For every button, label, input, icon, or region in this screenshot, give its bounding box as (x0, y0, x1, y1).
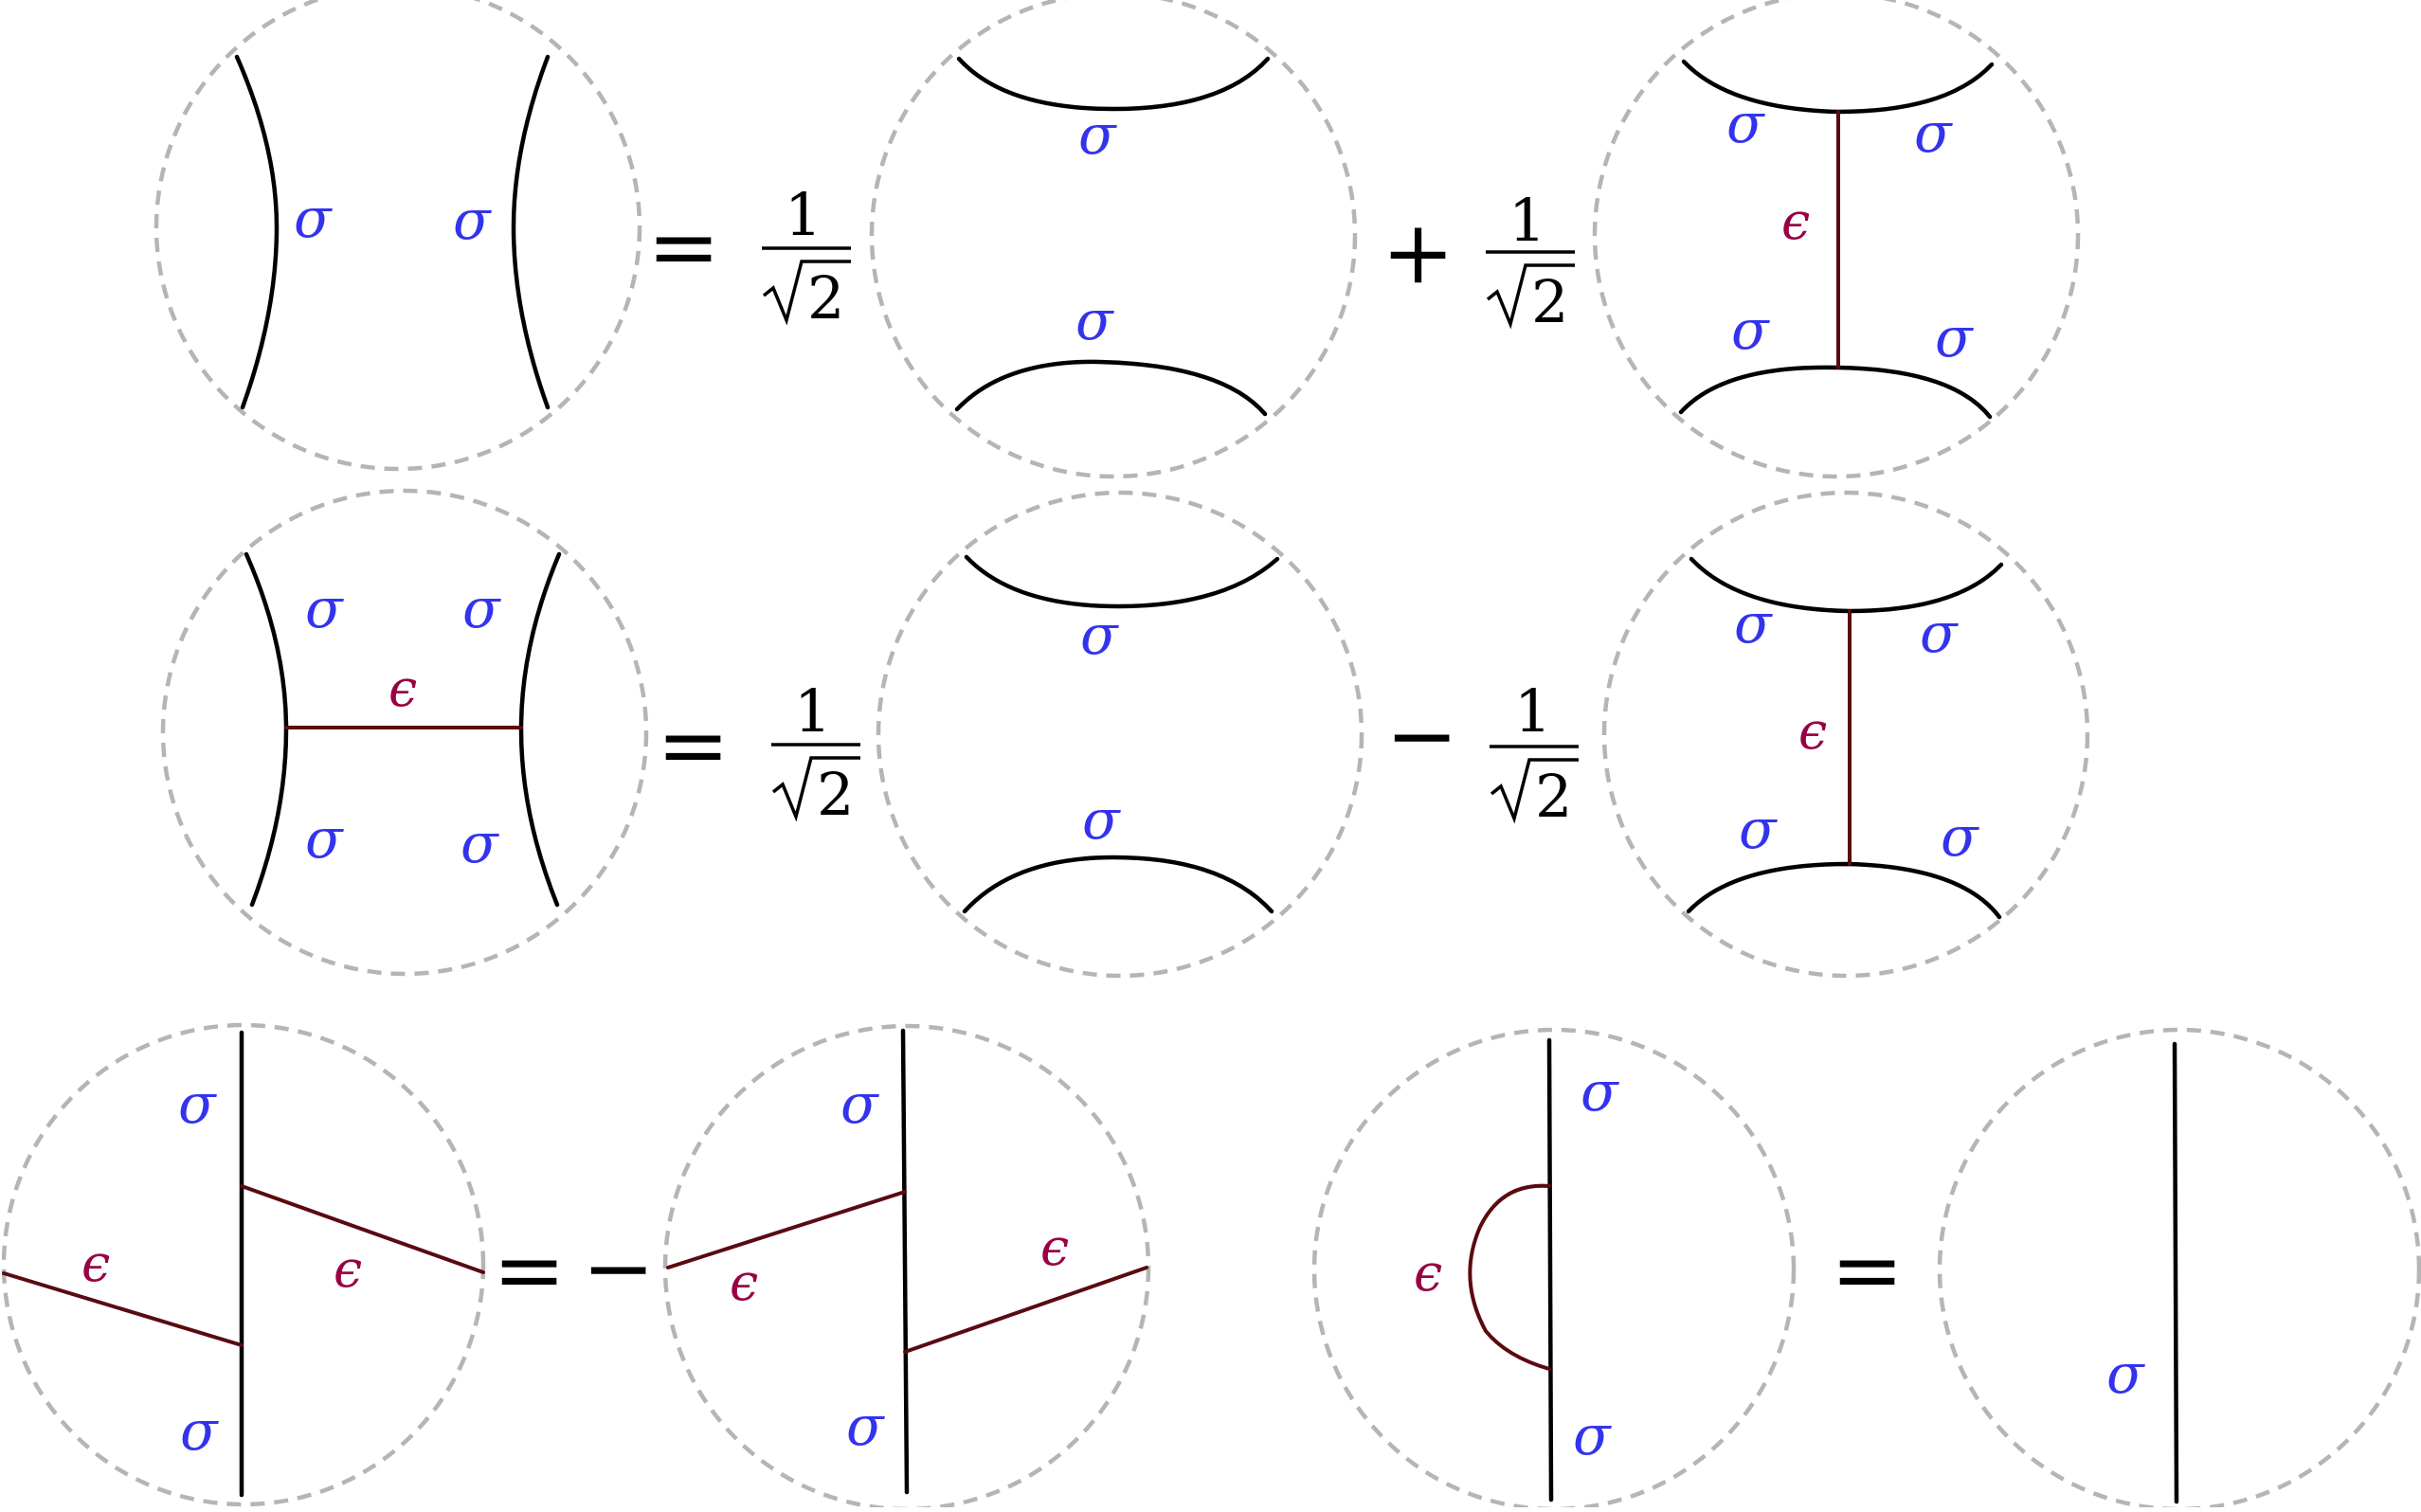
disk-boundary (1311, 1027, 1797, 1512)
sigma-line (2172, 1041, 2179, 1504)
sqrt-sign (771, 756, 860, 822)
epsilon-label: ϵ (388, 658, 417, 718)
sigma-line (511, 54, 551, 410)
row1-equation: σ σ = 1 2 σ σ + 1 2 (154, 0, 2081, 479)
row1-rhs2-disk: σ σ ϵ σ σ (1592, 0, 2081, 479)
sigma-label: σ (1734, 591, 1773, 656)
disk-boundary (869, 0, 1358, 479)
minus-sign: − (582, 1217, 655, 1319)
sqrt-sign (1490, 758, 1579, 824)
sigma-label: σ (453, 188, 492, 252)
row2-rhs2-disk: σ σ ϵ σ σ (1601, 490, 2090, 979)
row3-rhs-disk: σ ϵ ϵ σ (662, 1023, 1151, 1512)
epsilon-line (903, 1266, 1148, 1354)
row1-rhs1-disk: σ σ (869, 0, 1358, 479)
row3-bubble-disk: σ ϵ σ (1311, 1027, 1797, 1512)
plus-sign: + (1382, 202, 1454, 303)
epsilon-line (2, 1271, 244, 1347)
disk-boundary (1592, 0, 2081, 479)
epsilon-label: ϵ (1798, 701, 1827, 761)
epsilon-loop (1468, 1183, 1551, 1371)
sigma-line (234, 54, 280, 410)
sigma-line (900, 1028, 910, 1495)
sigma-label: σ (462, 576, 501, 640)
row3-lhs-disk: σ ϵ ϵ σ (1, 1022, 486, 1507)
fraction-numerator: 1 (1509, 186, 1545, 255)
sigma-label: σ (1914, 100, 1953, 165)
sigma-label: σ (294, 186, 333, 250)
row1-lhs-disk: σ σ (154, 0, 642, 472)
disk-boundary (876, 490, 1364, 979)
sigma-label: σ (1731, 297, 1770, 362)
fraction-denominator: 2 (1531, 267, 1568, 336)
fraction-one-over-sqrt2: 1 2 (1490, 676, 1579, 831)
sigma-line (954, 359, 1268, 417)
sigma-label: σ (180, 1398, 219, 1463)
sigma-line (964, 554, 1280, 609)
sigma-line (1686, 861, 2002, 920)
sigma-label: σ (461, 811, 499, 875)
disk-boundary (1601, 490, 2090, 979)
disk-boundary (154, 0, 642, 472)
sigma-label: σ (1726, 91, 1765, 155)
sigma-label: σ (1075, 288, 1114, 352)
equals-sign: = (1831, 1219, 1904, 1321)
sigma-label: σ (1739, 797, 1778, 861)
sigma-label: σ (1941, 804, 1979, 869)
equals-sign: = (647, 196, 720, 297)
epsilon-label: ϵ (334, 1239, 362, 1299)
fraction-one-over-sqrt2: 1 2 (771, 676, 860, 829)
sigma-label: σ (846, 1394, 885, 1458)
sigma-label: σ (1080, 603, 1119, 667)
row2-equation: σ σ ϵ σ σ = 1 2 σ σ − 1 2 (160, 488, 2090, 979)
fraction-denominator: 2 (807, 263, 844, 333)
epsilon-line (240, 1184, 485, 1274)
sigma-label: σ (1935, 305, 1974, 369)
epsilon-line (666, 1190, 907, 1269)
disk-boundary (1, 1022, 486, 1507)
sigma-line (1678, 365, 1993, 420)
sigma-label: σ (840, 1071, 879, 1136)
equals-sign: = (657, 694, 730, 796)
sqrt-sign (1486, 263, 1575, 330)
disk-boundary (160, 488, 649, 977)
minus-sign: − (1385, 685, 1458, 786)
fraction-denominator: 2 (817, 760, 854, 829)
epsilon-label: ϵ (81, 1233, 110, 1293)
equals-sign: = (493, 1219, 566, 1321)
sigma-label: σ (2106, 1341, 2145, 1406)
fraction-denominator: 2 (1535, 762, 1572, 831)
row3-right-equation: σ ϵ σ = σ (1311, 1027, 2421, 1512)
sigma-label: σ (1581, 1059, 1619, 1124)
sigma-line (244, 551, 289, 908)
fraction-one-over-sqrt2: 1 2 (762, 180, 851, 333)
epsilon-label: ϵ (1414, 1243, 1442, 1303)
sigma-label: σ (1920, 601, 1959, 665)
row2-rhs1-disk: σ σ (876, 490, 1364, 979)
sigma-line (962, 855, 1274, 914)
sigma-line (1546, 1037, 1554, 1503)
fraction-numerator: 1 (794, 676, 831, 746)
row3-left-equation: σ ϵ ϵ σ = − σ ϵ ϵ σ (1, 1022, 1151, 1512)
epsilon-label: ϵ (1040, 1217, 1069, 1277)
disk-boundary (1937, 1027, 2421, 1512)
sigma-label: σ (178, 1071, 217, 1136)
row3-plain-disk: σ (1937, 1027, 2421, 1512)
sigma-label: σ (305, 806, 344, 871)
epsilon-label: ϵ (1781, 191, 1810, 251)
fraction-one-over-sqrt2: 1 2 (1486, 186, 1575, 336)
epsilon-label: ϵ (730, 1252, 758, 1312)
sigma-label: σ (1082, 787, 1121, 852)
row2-lhs-disk: σ σ ϵ σ σ (160, 488, 649, 977)
sigma-label: σ (1078, 102, 1117, 167)
fraction-numerator: 1 (785, 180, 822, 249)
sigma-label: σ (305, 576, 344, 640)
sigma-line (518, 551, 562, 908)
sigma-label: σ (1573, 1403, 1612, 1467)
fraction-numerator: 1 (1514, 676, 1551, 746)
sqrt-sign (762, 260, 851, 326)
sigma-line (956, 56, 1271, 112)
